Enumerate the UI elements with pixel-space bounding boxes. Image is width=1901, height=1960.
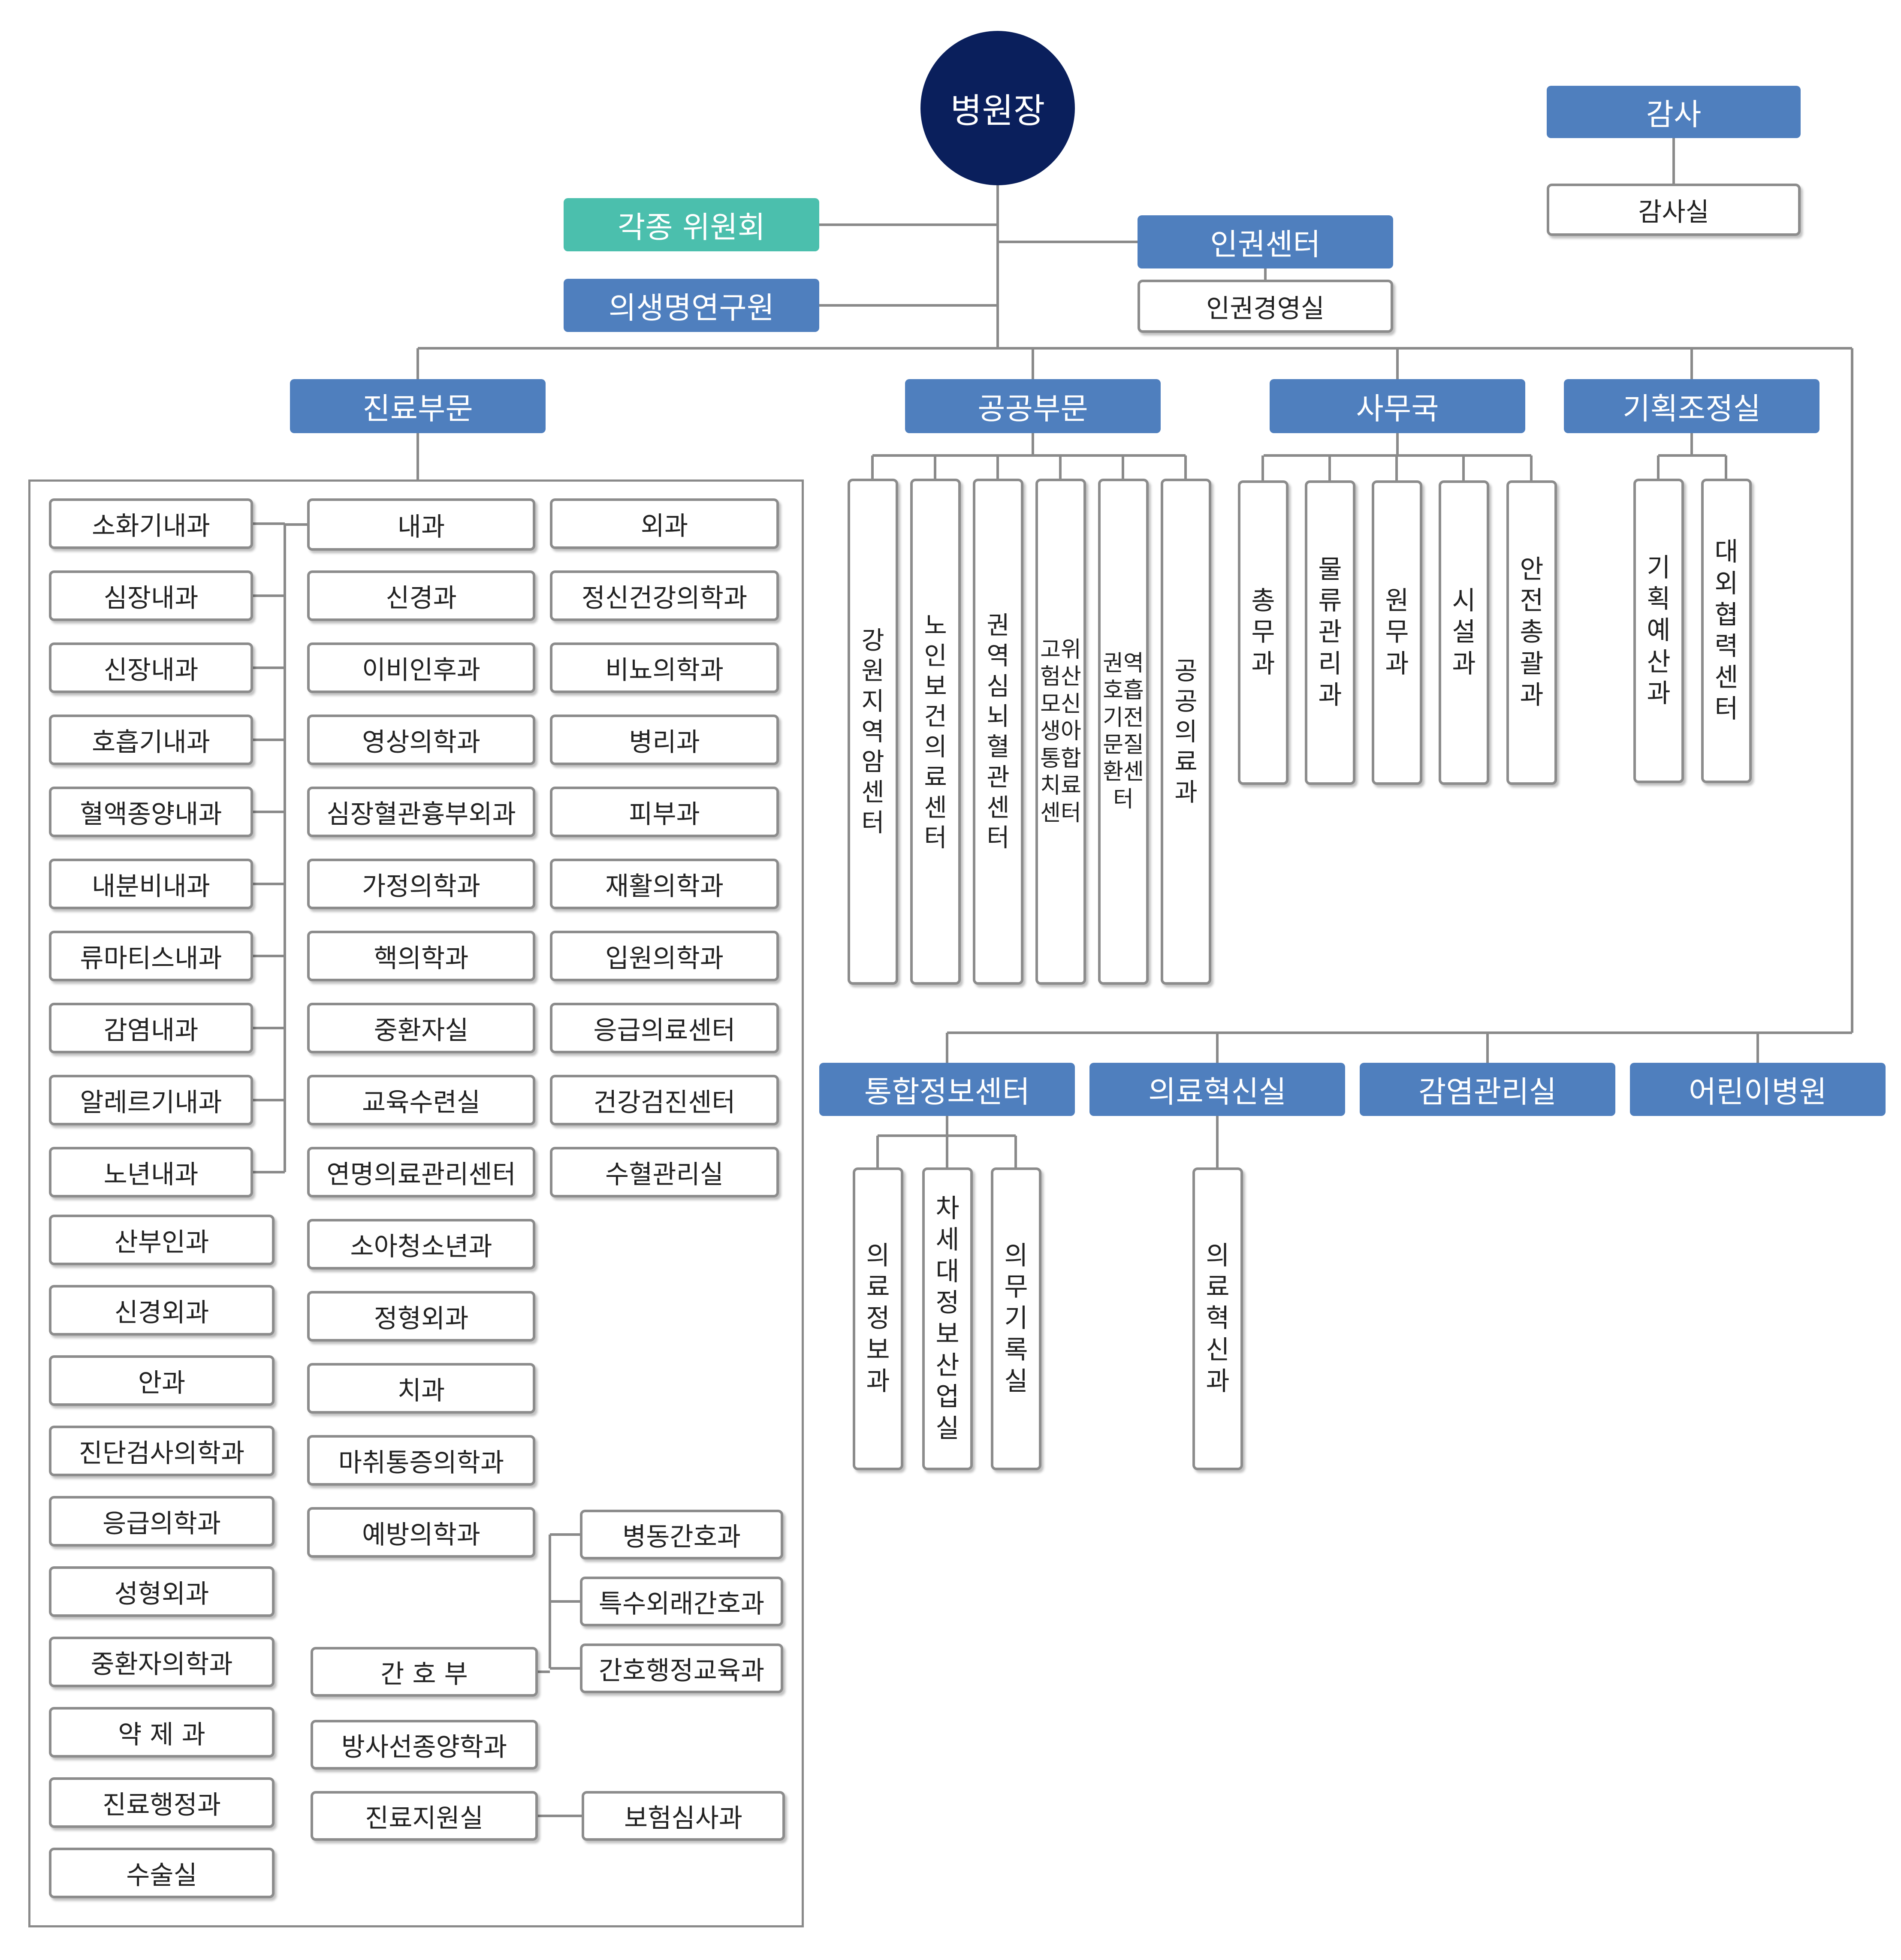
human-rights-office[interactable]: 인권경영실 [1138, 280, 1393, 333]
info-unit-1[interactable]: 차세대정보산업실 [922, 1167, 973, 1470]
clinical-col2-dept-4[interactable]: 가정의학과 [307, 859, 535, 909]
clinical-col2-dept-0[interactable]: 신경과 [307, 570, 535, 621]
clinical-col3-dept-6[interactable]: 입원의학과 [550, 931, 779, 981]
insurance-review-node[interactable]: 보험심사과 [582, 1791, 785, 1841]
clinical-col1-dept-7[interactable]: 약 제 과 [49, 1707, 275, 1758]
clinical-col3-dept-4[interactable]: 피부과 [550, 787, 779, 837]
clinical-col1-dept-4[interactable]: 응급의학과 [49, 1496, 275, 1547]
info-center-head[interactable]: 통합정보센터 [819, 1063, 1075, 1116]
clinical-col3-dept-3[interactable]: 병리과 [550, 715, 779, 765]
clinical-col2-dept-5[interactable]: 핵의학과 [307, 931, 535, 981]
hospital-director-node[interactable]: 병원장 [920, 31, 1075, 185]
clinical-col2-dept-3[interactable]: 심장혈관흉부외과 [307, 787, 535, 837]
audit-office[interactable]: 감사실 [1547, 184, 1801, 236]
public-unit-3[interactable]: 고위험산모신생아통합치료센터 [1035, 479, 1086, 985]
clinical-col3-dept-0[interactable]: 외과 [550, 498, 779, 549]
clinical-col3-dept-8[interactable]: 건강검진센터 [550, 1075, 779, 1125]
clinical-col3-dept-1[interactable]: 정신건강의학과 [550, 570, 779, 621]
audit-head[interactable]: 감사 [1547, 86, 1801, 138]
clinical-col2-dept-10[interactable]: 정형외과 [307, 1291, 535, 1342]
clinical-departments-frame [28, 479, 804, 1927]
childrens-hospital-head[interactable]: 어린이병원 [1630, 1063, 1886, 1116]
admin-unit-2[interactable]: 원무과 [1372, 480, 1422, 785]
public-unit-2[interactable]: 권역심뇌혈관센터 [973, 479, 1023, 985]
innovation-unit-0[interactable]: 의료혁신과 [1192, 1167, 1243, 1470]
public-unit-0[interactable]: 강원지역암센터 [848, 479, 898, 985]
nursing-department-node[interactable]: 간 호 부 [311, 1647, 538, 1697]
admin-unit-0[interactable]: 총무과 [1238, 480, 1288, 785]
clinical-col2-dept-1[interactable]: 이비인후과 [307, 642, 535, 693]
human-rights-center-node[interactable]: 인권센터 [1138, 215, 1393, 268]
public-division-head[interactable]: 공공부문 [905, 379, 1161, 433]
clinical-col2-dept-8[interactable]: 연명의료관리센터 [307, 1147, 535, 1197]
admin-unit-4[interactable]: 안전총괄과 [1506, 480, 1557, 785]
im-sub-7[interactable]: 감염내과 [49, 1003, 253, 1053]
clinical-support-office-node[interactable]: 진료지원실 [311, 1791, 538, 1841]
planning-unit-1[interactable]: 대외협력센터 [1701, 479, 1752, 783]
clinical-col2-dept-11[interactable]: 치과 [307, 1363, 535, 1414]
clinical-col2-dept-2[interactable]: 영상의학과 [307, 715, 535, 765]
clinical-col1-dept-5[interactable]: 성형외과 [49, 1566, 275, 1617]
clinical-col1-dept-8[interactable]: 진료행정과 [49, 1777, 275, 1828]
im-sub-8[interactable]: 알레르기내과 [49, 1075, 253, 1125]
public-unit-4[interactable]: 권역호흡기전문질환센터 [1098, 479, 1149, 985]
planning-unit-0[interactable]: 기획예산과 [1633, 479, 1684, 783]
nursing-sub-2[interactable]: 간호행정교육과 [580, 1643, 783, 1693]
clinical-col1-dept-3[interactable]: 진단검사의학과 [49, 1426, 275, 1476]
im-sub-3[interactable]: 호흡기내과 [49, 715, 253, 765]
public-unit-5[interactable]: 공공의료과 [1161, 479, 1211, 985]
internal-medicine-node[interactable]: 내과 [307, 498, 535, 551]
clinical-col1-dept-1[interactable]: 신경외과 [49, 1285, 275, 1336]
clinical-col1-dept-2[interactable]: 안과 [49, 1355, 275, 1406]
clinical-col1-dept-9[interactable]: 수술실 [49, 1848, 275, 1898]
research-institute-node[interactable]: 의생명연구원 [564, 279, 819, 332]
admin-unit-3[interactable]: 시설과 [1439, 480, 1489, 785]
clinical-col1-dept-0[interactable]: 산부인과 [49, 1215, 275, 1265]
nursing-sub-0[interactable]: 병동간호과 [580, 1510, 783, 1559]
clinical-col3-dept-5[interactable]: 재활의학과 [550, 859, 779, 909]
im-sub-5[interactable]: 내분비내과 [49, 859, 253, 909]
clinical-col2-dept-12[interactable]: 마취통증의학과 [307, 1435, 535, 1486]
im-sub-1[interactable]: 심장내과 [49, 570, 253, 621]
admin-unit-1[interactable]: 물류관리과 [1305, 480, 1355, 785]
public-unit-1[interactable]: 노인보건의료센터 [910, 479, 961, 985]
infection-control-head[interactable]: 감염관리실 [1360, 1063, 1615, 1116]
clinical-col2-dept-6[interactable]: 중환자실 [307, 1003, 535, 1053]
committees-node[interactable]: 각종 위원회 [564, 198, 819, 251]
clinical-col1-dept-6[interactable]: 중환자의학과 [49, 1637, 275, 1687]
clinical-division-head[interactable]: 진료부문 [290, 379, 546, 433]
info-unit-2[interactable]: 의무기록실 [991, 1167, 1041, 1470]
im-sub-6[interactable]: 류마티스내과 [49, 931, 253, 981]
im-sub-4[interactable]: 혈액종양내과 [49, 787, 253, 837]
clinical-col3-dept-7[interactable]: 응급의료센터 [550, 1003, 779, 1053]
nursing-sub-1[interactable]: 특수외래간호과 [580, 1577, 783, 1626]
im-sub-0[interactable]: 소화기내과 [49, 498, 253, 549]
clinical-col3-dept-9[interactable]: 수혈관리실 [550, 1147, 779, 1197]
info-unit-0[interactable]: 의료정보과 [853, 1167, 903, 1470]
planning-office-head[interactable]: 기획조정실 [1564, 379, 1820, 433]
clinical-col3-dept-2[interactable]: 비뇨의학과 [550, 642, 779, 693]
innovation-office-head[interactable]: 의료혁신실 [1089, 1063, 1345, 1116]
clinical-col2-dept-7[interactable]: 교육수련실 [307, 1075, 535, 1125]
im-sub-9[interactable]: 노년내과 [49, 1147, 253, 1197]
clinical-col2-dept-9[interactable]: 소아청소년과 [307, 1219, 535, 1269]
admin-bureau-head[interactable]: 사무국 [1270, 379, 1525, 433]
im-sub-2[interactable]: 신장내과 [49, 642, 253, 693]
clinical-col2-dept-13[interactable]: 예방의학과 [307, 1507, 535, 1558]
radiation-oncology-node[interactable]: 방사선종양학과 [311, 1720, 538, 1770]
